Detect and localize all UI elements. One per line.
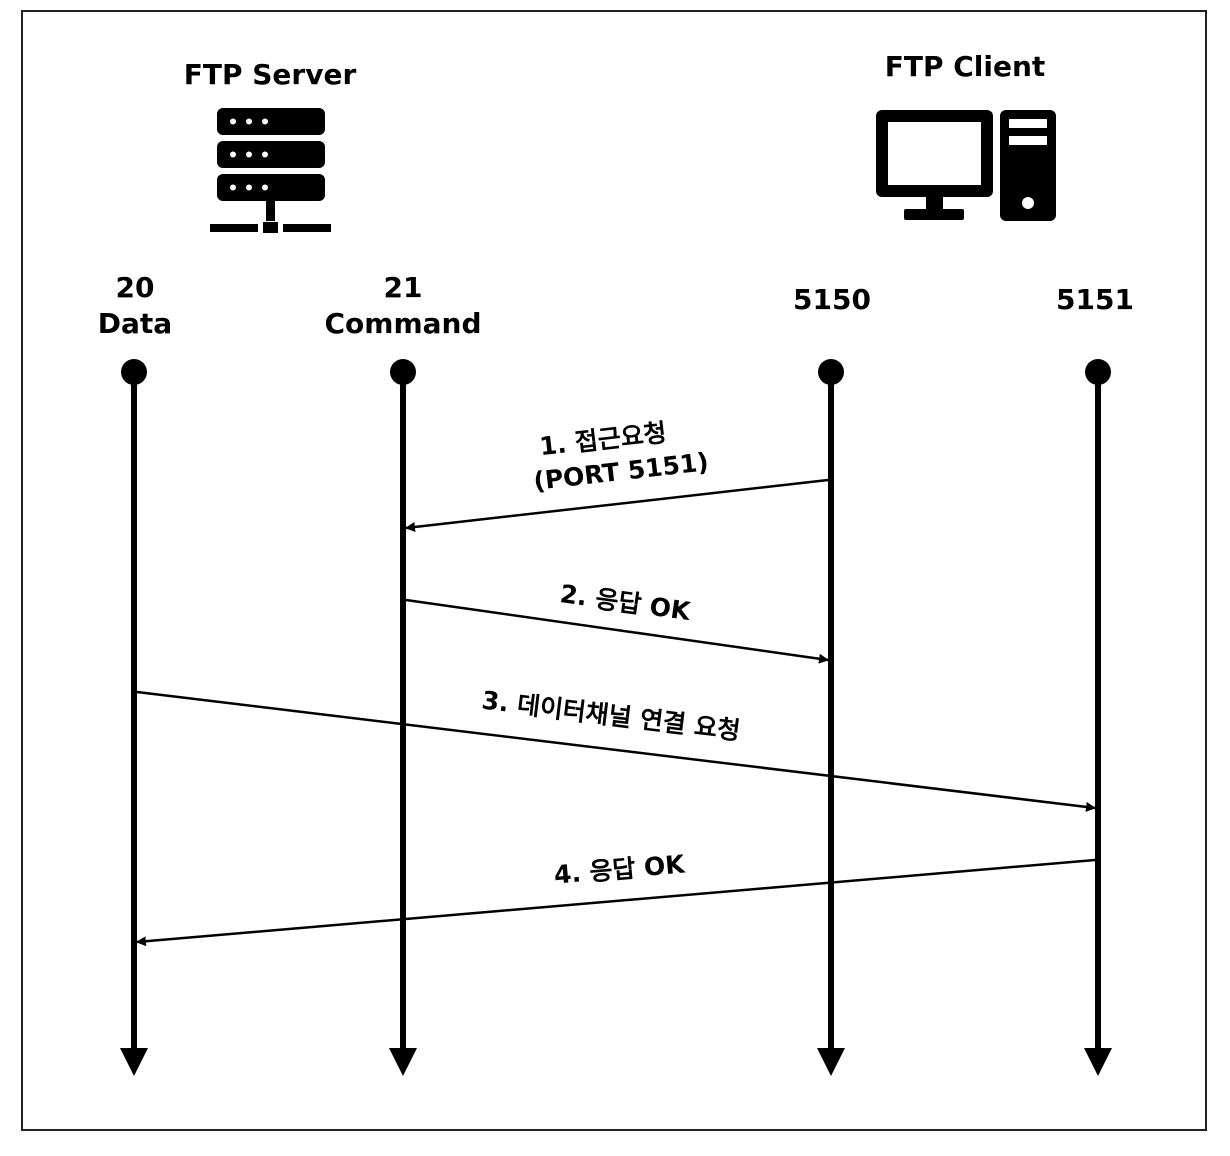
desktop-computer-icon [876, 110, 1056, 221]
message-1-arrow [405, 478, 829, 532]
message-2-label: 2. 응답 OK [558, 579, 693, 626]
client-title: FTP Client [885, 50, 1046, 83]
diagram-frame [21, 10, 1207, 1131]
port-20-name: Data [98, 307, 172, 340]
message-4-arrow [136, 858, 1096, 947]
server-rack-icon [210, 108, 331, 233]
message-2-arrow [405, 598, 829, 664]
lifeline-port-5151 [1084, 359, 1112, 1076]
port-21-number: 21 [384, 271, 423, 304]
server-title: FTP Server [184, 58, 357, 91]
message-4-label: 4. 응답 OK [553, 849, 688, 889]
port-5151-number: 5151 [1056, 283, 1134, 316]
message-3-label: 3. 데이터채널 연결 요청 [480, 686, 742, 746]
lifeline-port-20 [120, 359, 148, 1076]
port-21-name: Command [324, 307, 481, 340]
lifeline-port-5150 [817, 359, 845, 1076]
port-20-number: 20 [116, 271, 155, 304]
lifeline-port-21 [389, 359, 417, 1076]
port-5150-number: 5150 [793, 283, 871, 316]
message-3-arrow [136, 690, 1096, 812]
